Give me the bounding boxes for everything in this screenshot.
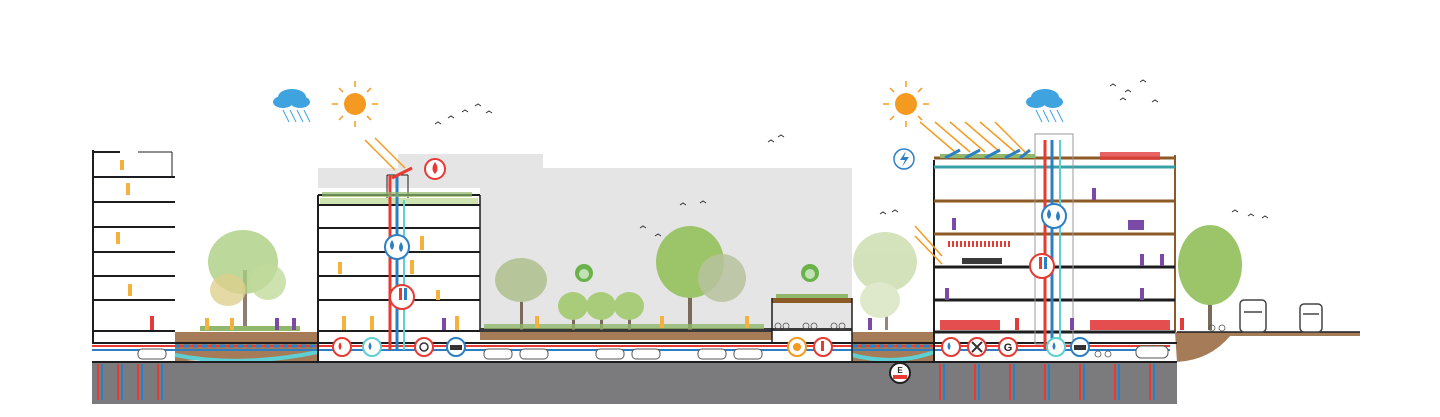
- apple-icon: [575, 264, 593, 282]
- water-drop-icon: [941, 337, 961, 357]
- no-car-icon: [967, 337, 987, 357]
- water-drop-icon: [332, 337, 352, 357]
- ground-section: [92, 330, 1360, 404]
- svg-text:E: E: [897, 366, 903, 375]
- solar-rays: [364, 121, 1026, 265]
- cloud-rain-icon: [273, 89, 311, 123]
- tree: [853, 232, 917, 330]
- bicycles: [774, 322, 1226, 358]
- tree: [656, 226, 746, 330]
- solar-panel-icon: [391, 166, 413, 180]
- tree: [1178, 225, 1242, 330]
- electric-car-icon: [446, 337, 466, 357]
- sun-icon: [883, 81, 929, 127]
- energy-badge: E: [889, 362, 911, 384]
- water-drop-icon: [1046, 337, 1066, 357]
- people: [116, 152, 1184, 330]
- recycle-icon: [414, 337, 434, 357]
- left-residential-building: [92, 150, 175, 343]
- vehicles: [1239, 299, 1323, 333]
- bird-icon: [434, 79, 1269, 237]
- electric-car-icon: [1070, 337, 1090, 357]
- vertical-service-pipes: [388, 175, 405, 350]
- courtyard-deck: [480, 298, 853, 362]
- gas-badge: G: [998, 337, 1018, 357]
- green-roof-strip: [320, 198, 478, 204]
- geothermal-piles: [97, 364, 1155, 400]
- water-drop-icon: [362, 337, 382, 357]
- tree: [208, 230, 286, 330]
- thermometer-icon: [813, 337, 833, 357]
- svg-text:G: G: [1004, 342, 1013, 354]
- cloud-rain-icon: [1026, 89, 1064, 123]
- thermometer-icon: [389, 284, 415, 310]
- water-drop-icon: [384, 234, 410, 260]
- sun-icon: [787, 337, 807, 357]
- water-drop-icon: [424, 158, 446, 180]
- sun-icon: [332, 81, 378, 127]
- lightning-icon: [893, 148, 915, 170]
- tree: [586, 292, 616, 330]
- solar-panel-icon: [944, 148, 1031, 160]
- tree: [558, 292, 588, 330]
- cars: [137, 345, 1169, 360]
- basement-service-icons: [332, 337, 1090, 357]
- apple-icon: [801, 264, 819, 282]
- trees: [208, 225, 1242, 330]
- thermometer-icon: [1029, 253, 1055, 279]
- tree: [614, 292, 644, 330]
- tree: [495, 258, 547, 330]
- water-drop-icon: [1041, 203, 1067, 229]
